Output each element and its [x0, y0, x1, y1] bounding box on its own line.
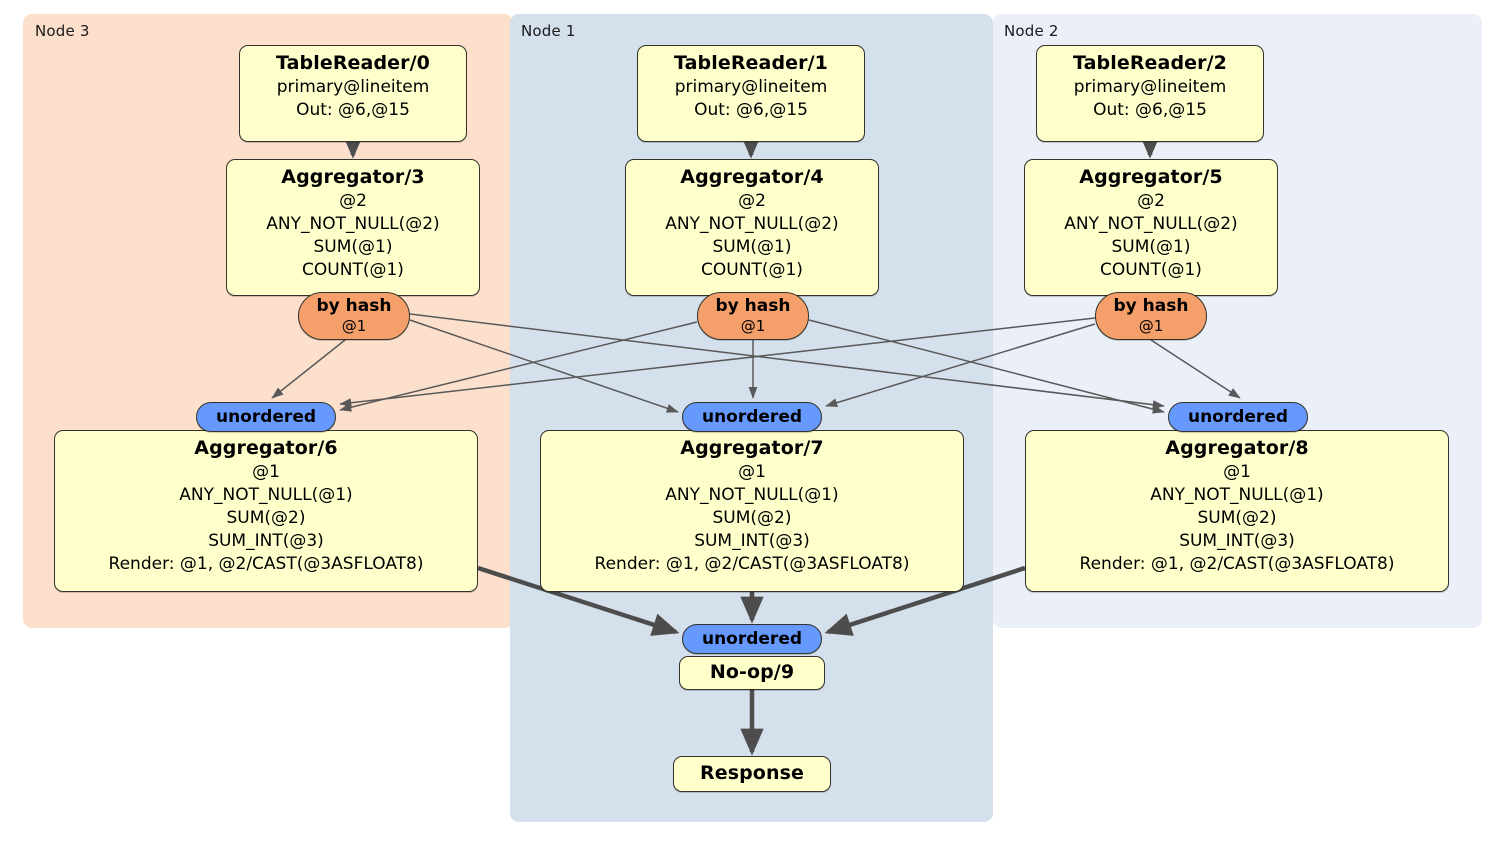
- box-aggregator6[interactable]: Aggregator/6 @1 ANY_NOT_NULL(@1) SUM(@2)…: [54, 430, 478, 592]
- box-line: SUM(@1): [313, 237, 393, 257]
- box-line: SUM(@1): [712, 237, 792, 257]
- box-aggregator3[interactable]: Aggregator/3 @2 ANY_NOT_NULL(@2) SUM(@1)…: [226, 159, 480, 296]
- pill-title: unordered: [701, 629, 803, 649]
- pill-unordered-aggregator8[interactable]: unordered: [1168, 402, 1308, 432]
- box-line: ANY_NOT_NULL(@1): [1150, 485, 1324, 505]
- box-title: Aggregator/5: [1079, 166, 1223, 188]
- box-line: @2: [738, 191, 766, 211]
- node-label-node2: Node 2: [1004, 22, 1059, 40]
- box-title: No-op/9: [709, 661, 795, 683]
- box-line: Out: @6,@15: [296, 100, 410, 120]
- pill-title: unordered: [215, 407, 317, 427]
- pill-unordered-noop9[interactable]: unordered: [682, 624, 822, 654]
- box-line: SUM_INT(@3): [694, 531, 810, 551]
- box-title: TableReader/0: [276, 52, 430, 74]
- box-line: SUM_INT(@3): [1179, 531, 1295, 551]
- box-tablereader0[interactable]: TableReader/0 primary@lineitem Out: @6,@…: [239, 45, 467, 142]
- pill-subtitle: @1: [341, 317, 367, 335]
- box-line: SUM(@2): [1197, 508, 1277, 528]
- box-aggregator5[interactable]: Aggregator/5 @2 ANY_NOT_NULL(@2) SUM(@1)…: [1024, 159, 1278, 296]
- box-line: Out: @6,@15: [694, 100, 808, 120]
- box-line: SUM(@1): [1111, 237, 1191, 257]
- box-line: ANY_NOT_NULL(@2): [665, 214, 839, 234]
- node-label-node3: Node 3: [35, 22, 90, 40]
- pill-title: unordered: [701, 407, 803, 427]
- box-title: Aggregator/7: [680, 437, 824, 459]
- box-line: Render: @1, @2/CAST(@3ASFLOAT8): [594, 554, 910, 574]
- box-line: COUNT(@1): [701, 260, 803, 280]
- box-line: ANY_NOT_NULL(@2): [1064, 214, 1238, 234]
- box-line: Out: @6,@15: [1093, 100, 1207, 120]
- pill-title: unordered: [1187, 407, 1289, 427]
- box-line: @2: [339, 191, 367, 211]
- box-title: Response: [699, 762, 804, 784]
- box-aggregator4[interactable]: Aggregator/4 @2 ANY_NOT_NULL(@2) SUM(@1)…: [625, 159, 879, 296]
- pill-by-hash-aggregator3[interactable]: by hash @1: [298, 292, 410, 340]
- box-line: @1: [252, 462, 280, 482]
- box-line: SUM_INT(@3): [208, 531, 324, 551]
- box-tablereader2[interactable]: TableReader/2 primary@lineitem Out: @6,@…: [1036, 45, 1264, 142]
- box-line: @1: [738, 462, 766, 482]
- box-line: ANY_NOT_NULL(@2): [266, 214, 440, 234]
- pill-title: by hash: [316, 296, 392, 316]
- pill-title: by hash: [1113, 296, 1189, 316]
- box-line: COUNT(@1): [302, 260, 404, 280]
- pill-subtitle: @1: [1138, 317, 1164, 335]
- box-response[interactable]: Response: [673, 756, 831, 792]
- box-line: @2: [1137, 191, 1165, 211]
- box-line: @1: [1223, 462, 1251, 482]
- box-line: primary@lineitem: [1073, 77, 1227, 97]
- box-line: Render: @1, @2/CAST(@3ASFLOAT8): [1079, 554, 1395, 574]
- box-line: Render: @1, @2/CAST(@3ASFLOAT8): [108, 554, 424, 574]
- pill-unordered-aggregator6[interactable]: unordered: [196, 402, 336, 432]
- pill-by-hash-aggregator4[interactable]: by hash @1: [697, 292, 809, 340]
- box-title: TableReader/2: [1073, 52, 1227, 74]
- node-label-node1: Node 1: [521, 22, 576, 40]
- pill-subtitle: @1: [740, 317, 766, 335]
- box-title: Aggregator/6: [194, 437, 338, 459]
- box-line: ANY_NOT_NULL(@1): [665, 485, 839, 505]
- box-line: COUNT(@1): [1100, 260, 1202, 280]
- pill-by-hash-aggregator5[interactable]: by hash @1: [1095, 292, 1207, 340]
- box-aggregator8[interactable]: Aggregator/8 @1 ANY_NOT_NULL(@1) SUM(@2)…: [1025, 430, 1449, 592]
- box-line: SUM(@2): [226, 508, 306, 528]
- box-title: Aggregator/3: [281, 166, 425, 188]
- box-noop9[interactable]: No-op/9: [679, 656, 825, 690]
- box-aggregator7[interactable]: Aggregator/7 @1 ANY_NOT_NULL(@1) SUM(@2)…: [540, 430, 964, 592]
- box-tablereader1[interactable]: TableReader/1 primary@lineitem Out: @6,@…: [637, 45, 865, 142]
- box-title: TableReader/1: [674, 52, 828, 74]
- box-line: ANY_NOT_NULL(@1): [179, 485, 353, 505]
- box-line: primary@lineitem: [276, 77, 430, 97]
- box-line: SUM(@2): [712, 508, 792, 528]
- box-line: primary@lineitem: [674, 77, 828, 97]
- box-title: Aggregator/8: [1165, 437, 1309, 459]
- box-title: Aggregator/4: [680, 166, 824, 188]
- pill-unordered-aggregator7[interactable]: unordered: [682, 402, 822, 432]
- pill-title: by hash: [715, 296, 791, 316]
